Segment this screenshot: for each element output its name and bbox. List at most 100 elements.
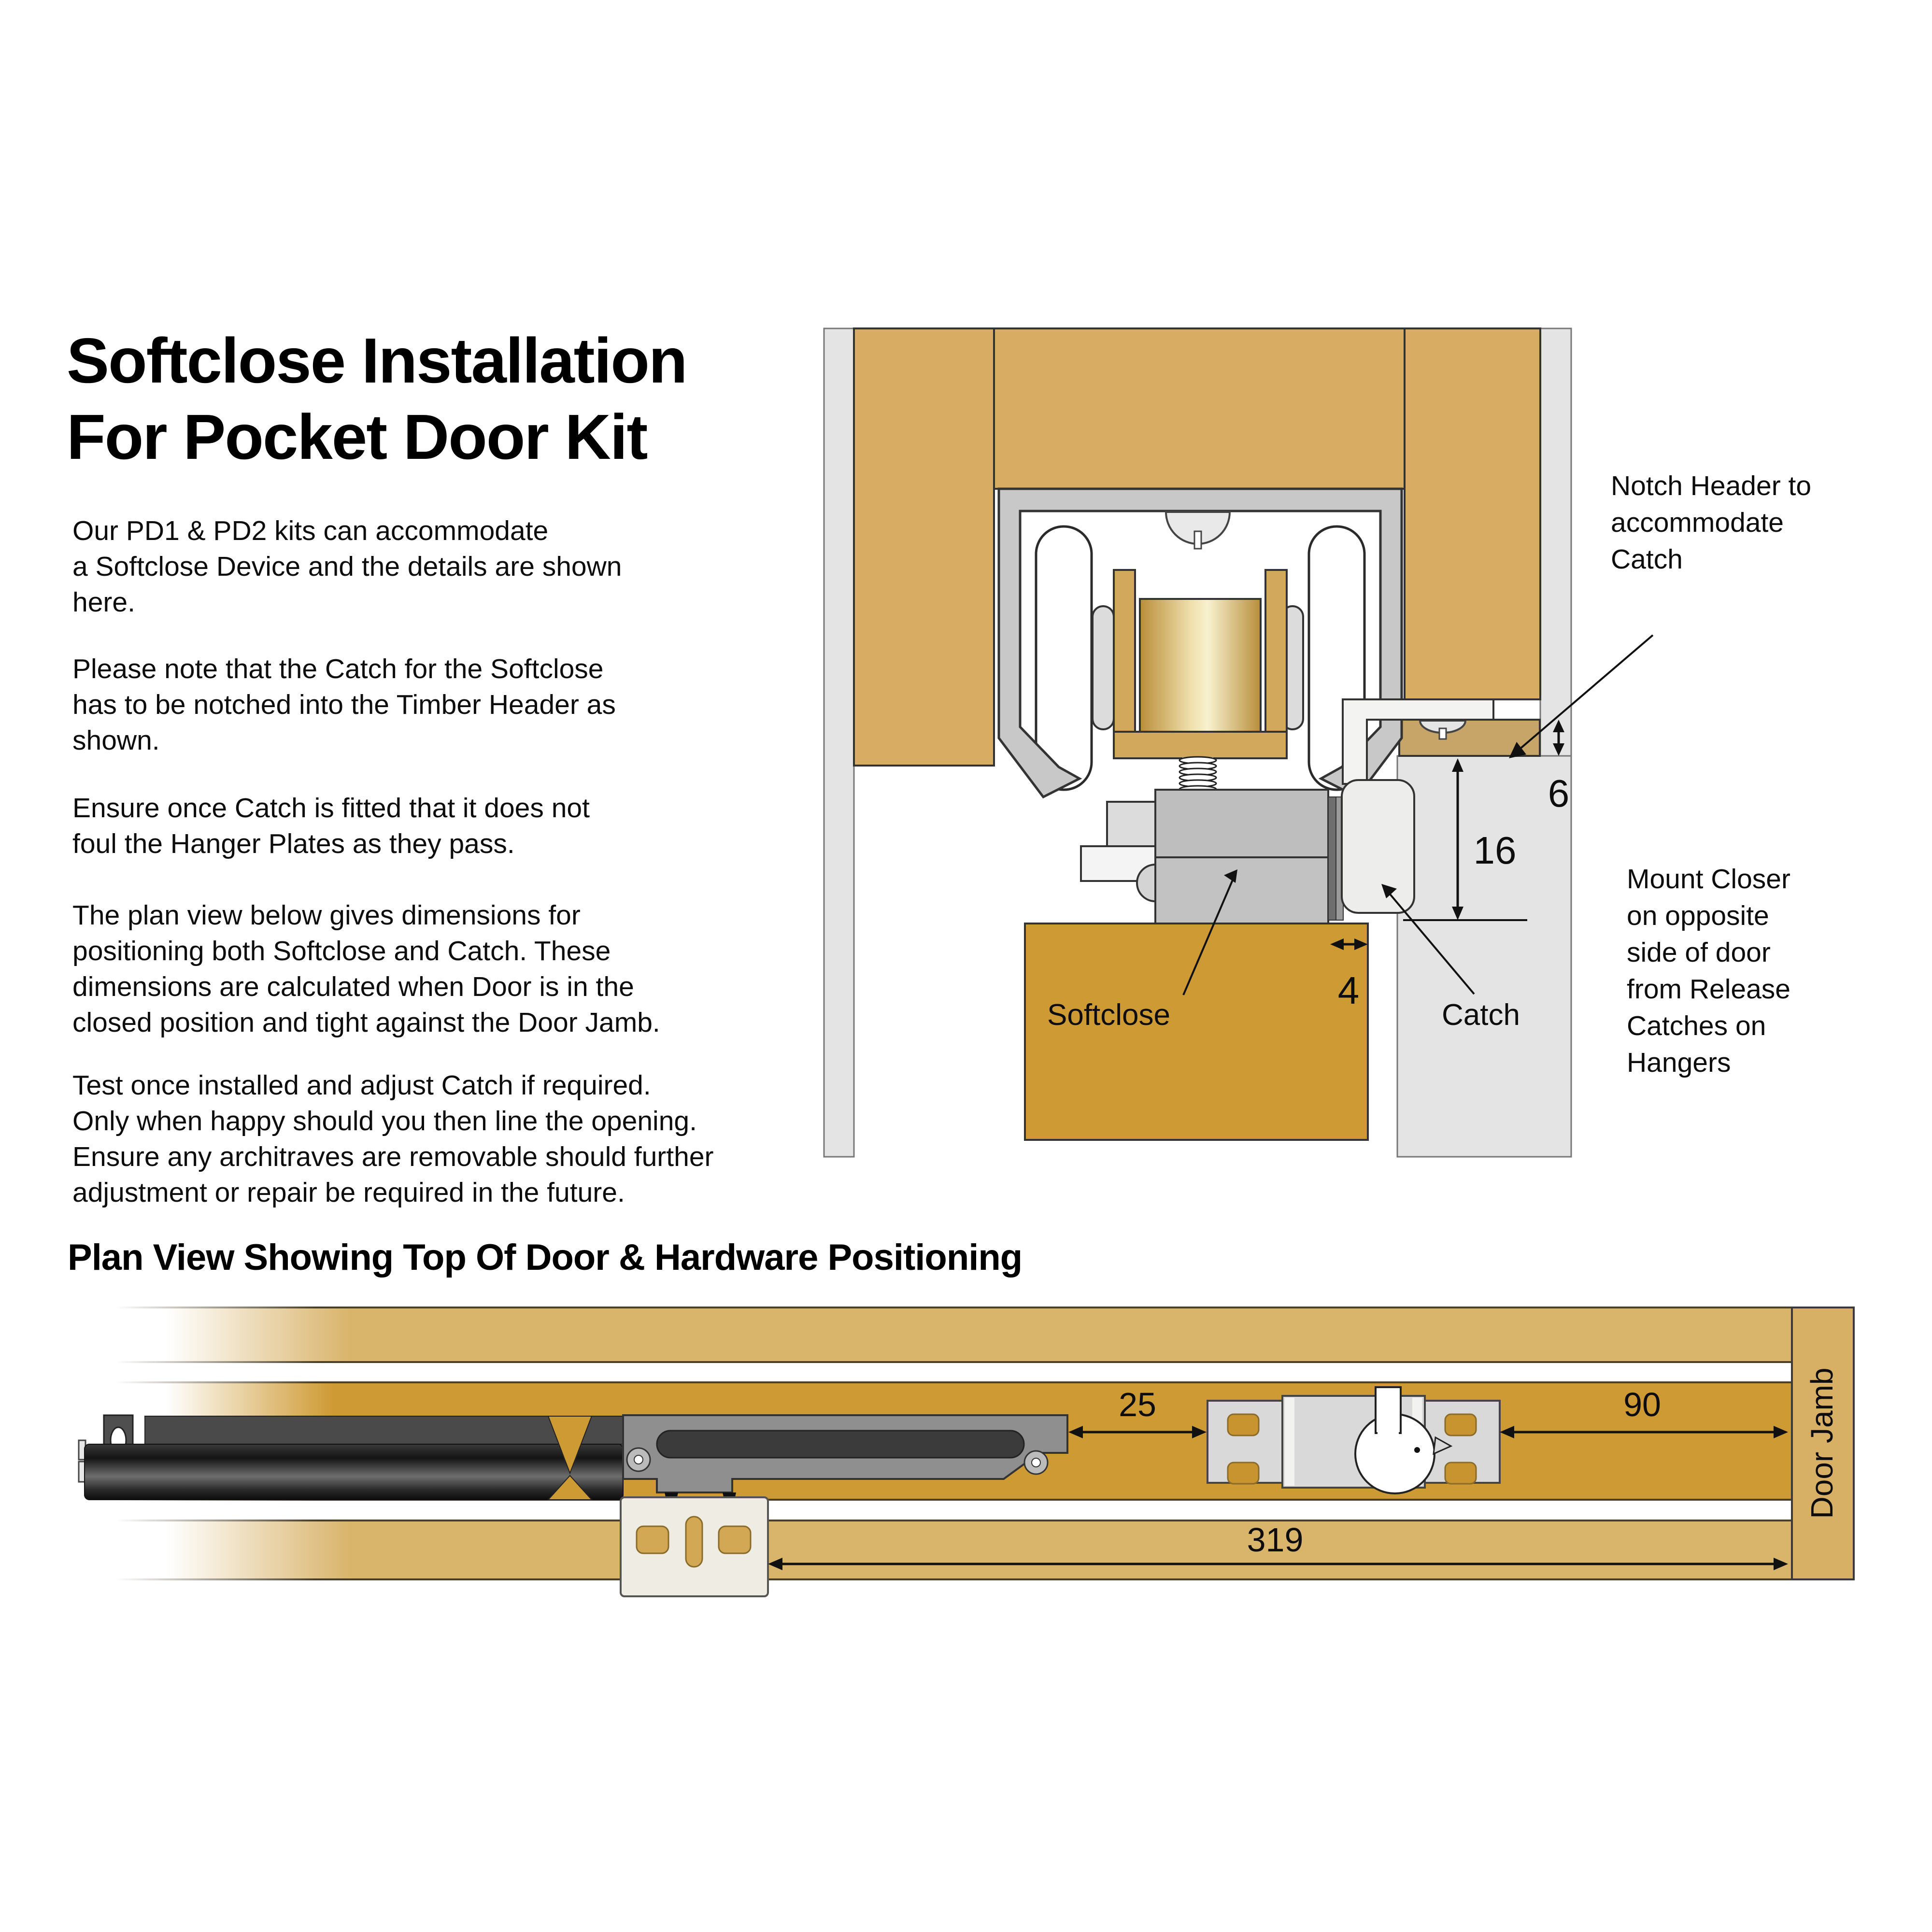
paragraph-line: shown. (72, 725, 160, 756)
dim-notch-depth (1553, 720, 1564, 756)
device-top-bar (144, 1416, 624, 1445)
paragraph-line: Ensure once Catch is fitted that it does… (72, 793, 590, 824)
device-cylinder (84, 1444, 624, 1500)
paragraph-line: Ensure any architraves are removable sho… (72, 1141, 714, 1172)
dim-door-gap (1330, 938, 1368, 950)
catch-plate-hole (1444, 1462, 1477, 1485)
paragraph-line: Please note that the Catch for the Softc… (72, 653, 604, 684)
wall-band-bottom (115, 1520, 1793, 1580)
dim-notch-depth-value: 6 (1548, 772, 1570, 815)
catch-screw-slot (1438, 727, 1447, 740)
softclose-side-plate (1106, 801, 1156, 847)
hanger-wheel-left (1035, 525, 1093, 791)
left-liner-strip (823, 327, 855, 1158)
device-arm-slot (656, 1430, 1025, 1459)
catch-assembly-plan (1207, 1386, 1501, 1494)
callout-mount-closer: Mount Closer on opposite side of door fr… (1627, 861, 1878, 1081)
catch-body (1341, 779, 1415, 914)
softclose-block-upper (1154, 789, 1329, 858)
paragraph-catch-note: Please note that the Catch for the Softc… (72, 651, 616, 758)
callout-line: Catches on (1627, 1010, 1766, 1041)
hanger-bracket-base (1113, 731, 1288, 759)
softclose-block-lower (1154, 856, 1329, 925)
catch-plate-hole (1444, 1413, 1477, 1436)
page-title-line1: Softclose Installation (67, 325, 688, 396)
threaded-rod (1179, 756, 1217, 794)
label-door-jamb: Door Jamb (1804, 1368, 1839, 1519)
paragraph-line: adjustment or repair be required in the … (72, 1177, 625, 1208)
callout-notch-header: Notch Header to accommodate Catch (1611, 468, 1901, 578)
striker-slot (685, 1516, 703, 1568)
wall-band-top (115, 1307, 1793, 1363)
paragraph-line: dimensions are calculated when Door is i… (72, 971, 634, 1002)
softclose-device-plan (78, 1414, 1068, 1563)
paragraph-line: Our PD1 & PD2 kits can accommodate (72, 515, 549, 546)
left-timber-panel (853, 327, 995, 767)
leader-softclose (1182, 869, 1237, 995)
dim-90 (1500, 1426, 1788, 1438)
callout-line: Hangers (1627, 1047, 1731, 1078)
catch-hook-eye (1414, 1447, 1420, 1453)
device-top-notch (547, 1416, 593, 1475)
catch-plate-hole (1227, 1413, 1260, 1436)
paragraph-intro: Our PD1 & PD2 kits can accommodate a Sof… (72, 513, 622, 620)
paragraph-line: Only when happy should you then line the… (72, 1106, 697, 1136)
page-title: Softclose Installation For Pocket Door K… (67, 323, 688, 475)
paragraph-test-note: Test once installed and adjust Catch if … (72, 1067, 714, 1210)
hanger-bracket-left-prong (1113, 569, 1136, 733)
callout-line: accommodate (1611, 507, 1784, 538)
softclose-screw-icon (1136, 863, 1156, 903)
timber-header (993, 327, 1406, 490)
label-catch: Catch (1442, 998, 1520, 1032)
paragraph-line: has to be notched into the Timber Header… (72, 689, 616, 720)
plan-view-heading: Plan View Showing Top Of Door & Hardware… (68, 1237, 1023, 1278)
callout-line: side of door (1627, 937, 1771, 968)
catch-plate-hole (1227, 1462, 1260, 1485)
door-section (1024, 923, 1369, 1141)
page-title-line2: For Pocket Door Kit (67, 401, 648, 472)
callout-line: Catch (1611, 544, 1683, 575)
leader-notch (1509, 634, 1654, 758)
dim-319 (768, 1558, 1788, 1570)
callout-line: on opposite (1627, 900, 1769, 931)
catch-plate-seam (1285, 1398, 1294, 1486)
paragraph-line: foul the Hanger Plates as they pass. (72, 828, 515, 859)
right-lower-wall (1396, 755, 1572, 1158)
cross-section-diagram: 6 16 4 Softclose Catch (823, 327, 1654, 1158)
plan-view-diagram: Door Jamb (78, 1307, 1855, 1597)
device-screw-center (634, 1455, 643, 1464)
dim-90-value: 90 (1623, 1386, 1661, 1423)
striker-plate (620, 1496, 769, 1597)
paragraph-line: positioning both Softclose and Catch. Th… (72, 936, 611, 966)
callout-line: Mount Closer (1627, 864, 1790, 895)
paragraph-hanger-note: Ensure once Catch is fitted that it does… (72, 790, 590, 862)
dim-319-value: 319 (1247, 1521, 1304, 1559)
dim-catch-height (1403, 758, 1527, 921)
softclose-bumper-dark (1328, 796, 1336, 921)
dim-catch-height-value: 16 (1474, 829, 1517, 872)
leader-catch (1381, 884, 1475, 995)
right-timber-panel (1404, 327, 1541, 700)
dim-door-gap-value: 4 (1338, 969, 1360, 1012)
paragraph-plan-note: The plan view below gives dimensions for… (72, 897, 660, 1040)
callout-line: from Release (1627, 974, 1790, 1005)
callout-line: Notch Header to (1611, 470, 1812, 501)
axle-pad-left (1092, 605, 1115, 730)
track-screw-slot (1193, 530, 1202, 550)
catch-hook-beak (1433, 1436, 1453, 1455)
paragraph-line: a Softclose Device and the details are s… (72, 551, 622, 582)
catch-hook-joint (1378, 1389, 1399, 1437)
paragraph-line: here. (72, 587, 135, 618)
striker-hole (718, 1525, 752, 1554)
hanger-bracket-right-prong (1264, 569, 1288, 733)
dim-25-value: 25 (1119, 1386, 1156, 1423)
paragraph-line: Test once installed and adjust Catch if … (72, 1070, 651, 1101)
label-softclose: Softclose (1047, 998, 1170, 1032)
paragraph-line: closed position and tight against the Do… (72, 1007, 660, 1038)
striker-hole (636, 1525, 669, 1554)
paragraph-line: The plan view below gives dimensions for (72, 900, 581, 931)
door-jamb (1791, 1307, 1855, 1580)
device-screw-center (1031, 1458, 1041, 1467)
device-bottom-notch (547, 1475, 593, 1500)
